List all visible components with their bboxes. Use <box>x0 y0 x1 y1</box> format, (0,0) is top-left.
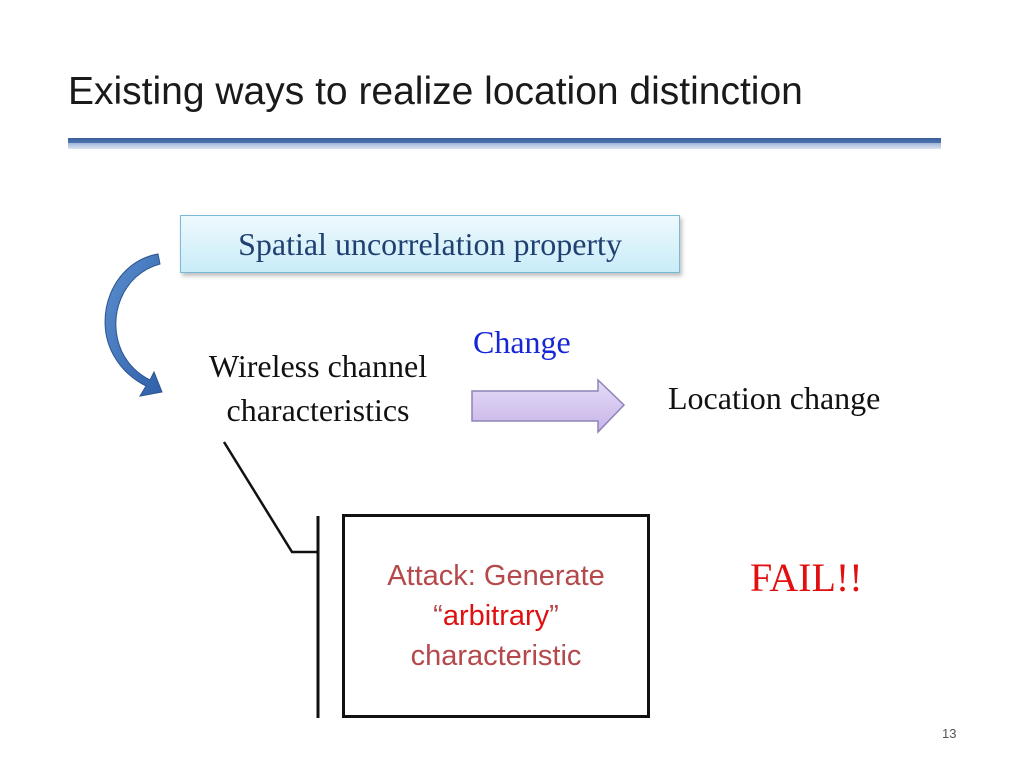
wireless-channel-label: Wireless channel characteristics <box>170 344 466 432</box>
attack-line-3: characteristic <box>410 640 582 672</box>
change-label: Change <box>473 324 571 360</box>
right-block-arrow-icon <box>471 378 626 434</box>
attack-quote-open: “ <box>433 600 443 632</box>
page-number: 13 <box>942 726 957 741</box>
fail-label: FAIL!! <box>750 555 863 600</box>
attack-line-2: “arbitrary” <box>433 596 559 636</box>
wireless-line-1: Wireless channel <box>208 348 428 384</box>
attack-line-1: Attack: Generate <box>387 560 605 592</box>
location-change-label: Location change <box>668 380 881 416</box>
attack-highlight: arbitrary <box>442 600 550 632</box>
property-box: Spatial uncorrelation property <box>180 215 680 273</box>
wireless-line-2: characteristics <box>226 392 410 428</box>
property-text: Spatial uncorrelation property <box>238 225 622 262</box>
callout-connector <box>222 441 320 718</box>
curved-arrow-icon <box>104 253 163 397</box>
title-divider <box>68 138 941 150</box>
title-divider-top-band <box>68 138 941 143</box>
slide-title: Existing ways to realize location distin… <box>68 70 803 113</box>
title-divider-bottom-band <box>68 143 941 149</box>
attack-box: Attack: Generate “arbitrary” characteris… <box>342 514 650 718</box>
attack-quote-close: ” <box>549 600 559 632</box>
